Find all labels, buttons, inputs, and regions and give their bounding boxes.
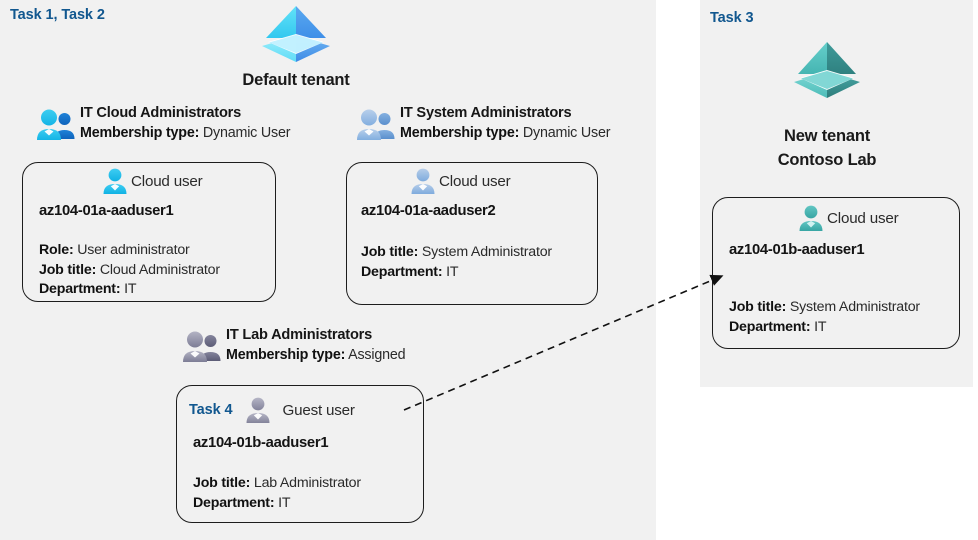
card-user-properties: Job title: System Administrator Departme… xyxy=(729,298,920,337)
card-property-label: Department: xyxy=(361,263,443,280)
task-label-1-2: Task 1, Task 2 xyxy=(10,7,105,23)
group-membership-type: Membership type: Dynamic User xyxy=(400,123,610,143)
card-property-row: Job title: System Administrator xyxy=(361,243,552,263)
card-property-label: Department: xyxy=(729,318,811,335)
card-user-type: Cloud user xyxy=(797,204,899,232)
card-user-type-label: Cloud user xyxy=(827,209,899,227)
card-property-row: Department: IT xyxy=(361,263,552,283)
card-property-label: Job title: xyxy=(39,261,97,278)
group-users-icon xyxy=(182,330,224,364)
card-property-label: Role: xyxy=(39,242,74,258)
card-property-value: Cloud Administrator xyxy=(99,261,220,278)
card-user-name: az104-01a-aaduser1 xyxy=(39,203,174,219)
card-user-type: Cloud user xyxy=(409,167,511,195)
group-membership-type: Membership type: Dynamic User xyxy=(80,123,290,143)
card-property-value: IT xyxy=(278,494,291,511)
group-name: IT System Administrators xyxy=(400,105,572,121)
group-membership-label: Membership type: xyxy=(226,347,346,363)
card-property-row: Role: User administrator xyxy=(39,241,220,261)
cloud-user-icon xyxy=(797,204,825,232)
card-user-properties: Role: User administrator Job title: Clou… xyxy=(39,241,220,300)
card-property-value: IT xyxy=(446,263,459,280)
azure-ad-tenant-icon xyxy=(790,38,864,102)
group-header-text: IT System Administrators Membership type… xyxy=(400,104,610,143)
card-property-row: Department: IT xyxy=(193,494,361,514)
group-users-icon xyxy=(36,108,78,142)
azure-ad-tenant-icon xyxy=(258,2,334,66)
card-property-row: Department: IT xyxy=(39,280,220,300)
user-card-az104-01b-aaduser1-new-tenant[interactable]: Cloud user az104-01b-aaduser1 Job title:… xyxy=(712,197,960,349)
card-property-label: Department: xyxy=(193,494,275,511)
task-label-3: Task 3 xyxy=(710,10,754,26)
card-property-value: System Administrator xyxy=(421,244,552,260)
user-card-guest-az104-01b-aaduser1[interactable]: Task 4 Guest user az104-01b-aaduser1 Job… xyxy=(176,385,424,523)
new-tenant-caption-line1: New tenant xyxy=(783,127,870,145)
card-property-label: Job title: xyxy=(729,299,787,315)
group-membership-label: Membership type: xyxy=(80,125,200,141)
card-user-type: Cloud user xyxy=(101,167,203,195)
card-user-type-label: Cloud user xyxy=(439,172,511,190)
card-property-value: Lab Administrator xyxy=(253,475,361,491)
card-user-name: az104-01b-aaduser1 xyxy=(193,435,329,451)
card-property-value: IT xyxy=(124,281,137,297)
card-property-row: Job title: Cloud Administrator xyxy=(39,261,220,281)
new-tenant-caption-line2: Contoso Lab xyxy=(777,151,877,169)
card-user-type-label: Cloud user xyxy=(131,172,203,190)
default-tenant-caption: Default tenant xyxy=(242,71,350,89)
card-user-properties: Job title: System Administrator Departme… xyxy=(361,243,552,282)
card-property-label: Job title: xyxy=(193,475,251,491)
new-tenant-caption: New tenant Contoso Lab xyxy=(736,124,918,172)
group-header-text: IT Lab Administrators Membership type: A… xyxy=(226,326,406,365)
user-card-az104-01a-aaduser1[interactable]: Cloud user az104-01a-aaduser1 Role: User… xyxy=(22,162,276,302)
card-property-value: IT xyxy=(814,318,827,335)
card-property-value: System Administrator xyxy=(789,299,920,315)
card-user-type-label: Guest user xyxy=(282,401,355,419)
card-property-row: Job title: Lab Administrator xyxy=(193,474,361,494)
default-tenant-panel xyxy=(0,0,656,540)
card-property-row: Job title: System Administrator xyxy=(729,298,920,318)
card-property-value: User administrator xyxy=(77,242,190,258)
group-name: IT Lab Administrators xyxy=(226,327,373,343)
group-membership-label: Membership type: xyxy=(400,125,520,141)
card-user-name: az104-01a-aaduser2 xyxy=(361,203,496,219)
card-user-properties: Job title: Lab Administrator Department:… xyxy=(193,474,361,513)
card-property-label: Department: xyxy=(39,281,121,297)
group-header-text: IT Cloud Administrators Membership type:… xyxy=(80,104,290,143)
group-membership-value: Assigned xyxy=(348,347,406,363)
card-user-name: az104-01b-aaduser1 xyxy=(729,242,865,258)
group-membership-value: Dynamic User xyxy=(202,125,291,141)
group-name: IT Cloud Administrators xyxy=(80,105,242,121)
card-property-row: Department: IT xyxy=(729,318,920,338)
cloud-user-icon xyxy=(101,167,129,195)
guest-user-icon xyxy=(244,396,272,424)
card-user-type: Task 4 Guest user xyxy=(189,396,355,424)
task-label-4: Task 4 xyxy=(189,402,233,418)
group-membership-value: Dynamic User xyxy=(522,125,611,141)
card-property-label: Job title: xyxy=(361,244,419,260)
group-users-icon xyxy=(356,108,398,142)
cloud-user-icon xyxy=(409,167,437,195)
user-card-az104-01a-aaduser2[interactable]: Cloud user az104-01a-aaduser2 Job title:… xyxy=(346,162,598,305)
group-membership-type: Membership type: Assigned xyxy=(226,345,406,365)
